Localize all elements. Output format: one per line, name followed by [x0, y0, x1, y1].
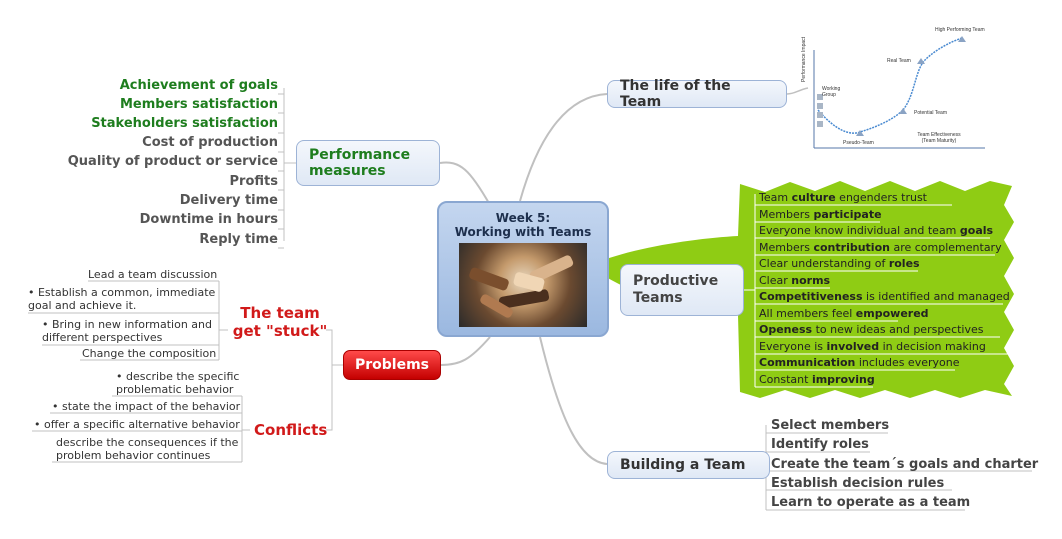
productive-item-keyword: Communication: [759, 356, 856, 369]
teamwork-hands-photo: [459, 243, 587, 327]
topic-building-team[interactable]: Building a Team: [607, 451, 770, 479]
productive-item-keyword: improving: [811, 372, 875, 386]
stuck-item[interactable]: • Establish a common, immediate goal and…: [28, 286, 216, 312]
performance-item[interactable]: Delivery time: [179, 193, 278, 208]
topic-problems[interactable]: Problems: [343, 350, 441, 380]
conflict-item[interactable]: • state the impact of the behavior: [52, 400, 241, 413]
productive-item[interactable]: Clear understanding of roles: [759, 257, 920, 270]
subtopic-conflicts[interactable]: Conflicts: [254, 421, 328, 439]
productive-item-text: Everyone know individual and team: [759, 224, 960, 237]
productive-item-keyword: involved: [826, 339, 880, 353]
graph-stage-potential-team: Potential Team: [914, 110, 947, 116]
performance-item[interactable]: Downtime in hours: [139, 212, 278, 227]
conflict-item[interactable]: • describe the specific problematic beha…: [116, 370, 240, 396]
performance-item[interactable]: Quality of product or service: [67, 154, 278, 169]
topic-productive-teams[interactable]: Productive Teams: [620, 264, 744, 316]
productive-item[interactable]: Openess to new ideas and perspectives: [759, 323, 984, 336]
productive-cloud: [598, 181, 1014, 398]
productive-item-keyword: Competitiveness: [759, 290, 863, 303]
performance-item[interactable]: Reply time: [199, 232, 278, 247]
team-performance-curve: [813, 36, 985, 149]
productive-item-keyword: roles: [888, 257, 920, 270]
building-item[interactable]: Establish decision rules: [771, 475, 945, 491]
productive-item-keyword: empowered: [855, 306, 929, 320]
productive-item-text: Clear understanding of: [759, 257, 889, 270]
building-item[interactable]: Create the team´s goals and charter: [771, 456, 1039, 472]
productive-item[interactable]: Competitiveness is identified and manage…: [759, 290, 1010, 303]
productive-item-text: Team: [759, 191, 792, 204]
performance-item[interactable]: Members satisfaction: [119, 97, 278, 112]
stuck-item[interactable]: Change the composition: [82, 347, 217, 360]
topic-problems-label: Problems: [354, 357, 430, 373]
stuck-item[interactable]: • Bring in new information and different…: [42, 318, 212, 344]
performance-item[interactable]: Stakeholders satisfaction: [91, 116, 278, 131]
performance-item[interactable]: Profits: [229, 174, 278, 189]
stuck-item[interactable]: Lead a team discussion: [88, 268, 218, 281]
graph-x-label: Team Effectiveness (Team Maturity): [917, 132, 961, 144]
productive-item-text: Everyone is: [759, 339, 827, 353]
topic-life-label: The life of the Team: [620, 78, 731, 110]
productive-item[interactable]: Everyone know individual and team goals: [759, 224, 993, 237]
productive-item-text: to new ideas and perspectives: [812, 323, 984, 336]
performance-item[interactable]: Cost of production: [142, 135, 278, 150]
productive-item[interactable]: Constant improving: [759, 373, 875, 386]
productive-item-text: in decision making: [879, 339, 986, 353]
building-item[interactable]: Select members: [771, 418, 890, 433]
graph-stage-pseudo-team: Pseudo-Team: [843, 140, 874, 146]
topic-productive-label: Productive Teams: [633, 273, 719, 306]
productive-item[interactable]: Clear norms: [759, 274, 830, 287]
productive-item[interactable]: Team culture engenders trust: [759, 191, 927, 204]
productive-item[interactable]: Communication includes everyone: [759, 356, 959, 369]
productive-item-text: is identified and managed: [862, 290, 1010, 303]
productive-item-keyword: norms: [791, 273, 831, 287]
productive-item-text: Constant: [759, 372, 812, 386]
productive-item[interactable]: All members feel empowered: [759, 307, 929, 320]
productive-item-text: All members feel: [759, 306, 856, 320]
productive-item-keyword: goals: [959, 224, 994, 237]
productive-item-text: engenders trust: [835, 191, 927, 204]
topic-building-label: Building a Team: [620, 457, 746, 473]
productive-item[interactable]: Everyone is involved in decision making: [759, 340, 986, 353]
graph-stage-high-performing-team: High Performing Team: [935, 27, 985, 33]
productive-item-text: Members: [759, 240, 814, 254]
topic-performance-label: Performance measures: [309, 147, 411, 179]
graph-y-label: Performance Impact: [801, 36, 807, 82]
central-topic[interactable]: Week 5: Working with Teams: [437, 201, 609, 337]
subtopic-team-stuck[interactable]: The team get "stuck": [232, 304, 328, 340]
conflict-item[interactable]: • offer a specific alternative behavior: [34, 418, 240, 431]
performance-item[interactable]: Achievement of goals: [119, 78, 278, 93]
productive-item-keyword: culture: [791, 191, 836, 204]
graph-stage-working-group: Working Group: [822, 86, 841, 98]
productive-item[interactable]: Members participate: [759, 208, 882, 221]
topic-performance-measures[interactable]: Performance measures: [296, 140, 440, 186]
topic-life-of-team[interactable]: The life of the Team: [607, 78, 787, 110]
productive-item-keyword: participate: [813, 207, 882, 221]
productive-item-text: Members: [759, 207, 814, 221]
building-item[interactable]: Identify roles: [771, 437, 869, 453]
graph-stage-real-team: Real Team: [887, 58, 911, 64]
productive-item-text: are complementary: [889, 240, 1002, 254]
productive-item-keyword: Openess: [759, 323, 813, 336]
productive-item[interactable]: Members contribution are complementary: [759, 241, 1002, 254]
productive-item-keyword: contribution: [813, 240, 890, 254]
productive-item-text: Clear: [759, 273, 792, 287]
conflict-item[interactable]: describe the consequences if the problem…: [56, 436, 239, 462]
productive-item-text: includes everyone: [855, 356, 960, 369]
building-item[interactable]: Learn to operate as a team: [771, 495, 971, 511]
central-title: Week 5: Working with Teams: [454, 211, 592, 239]
